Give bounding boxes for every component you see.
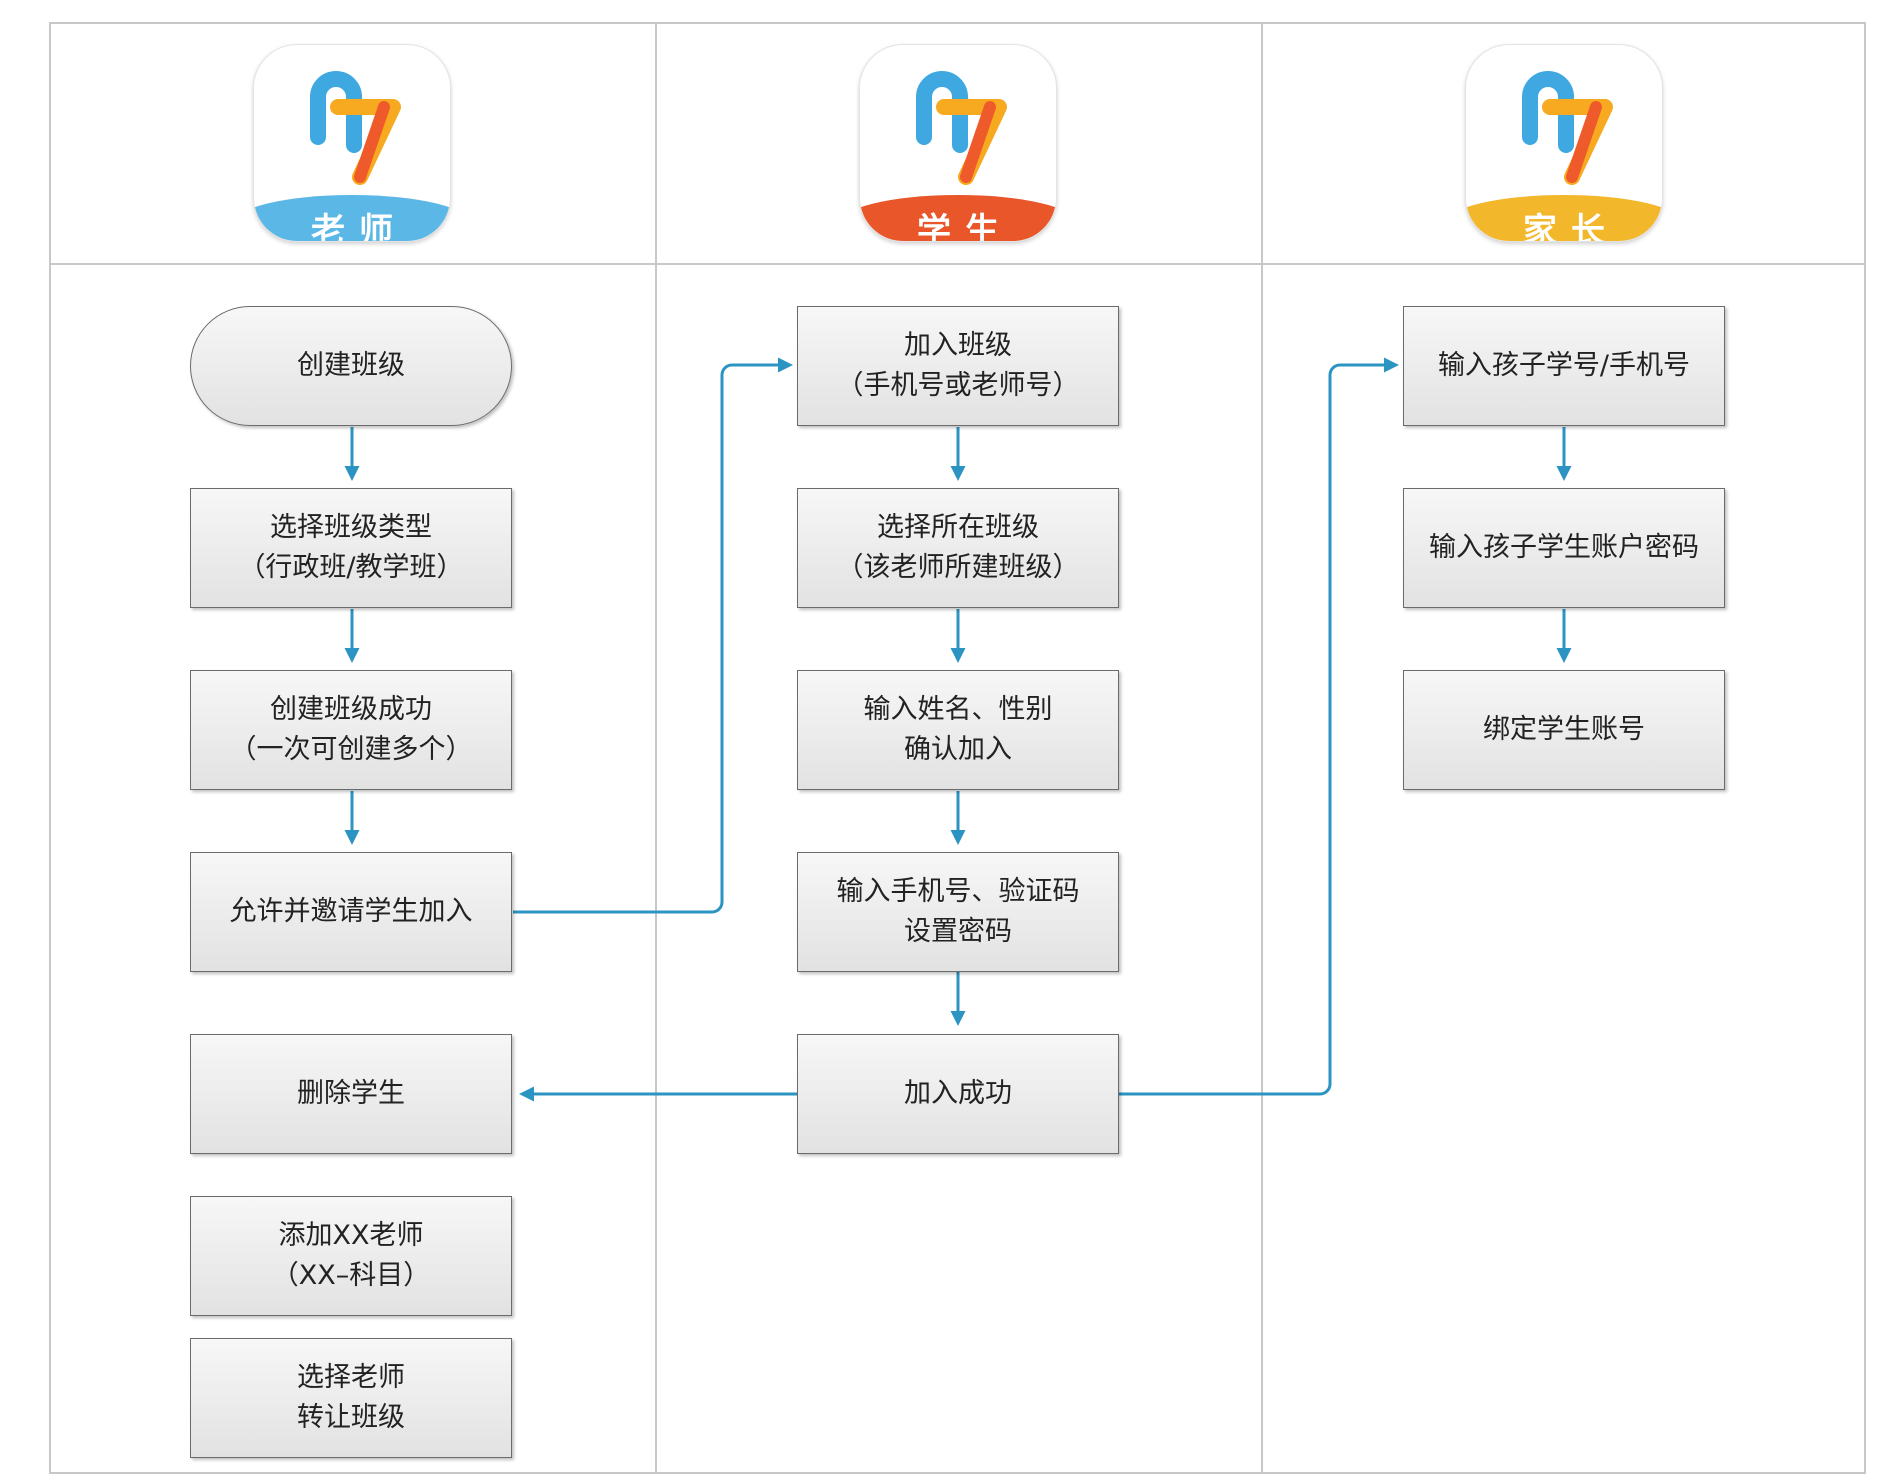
node-invite-students-text: 允许并邀请学生加入	[229, 896, 473, 927]
teacher-label-band	[254, 195, 450, 241]
node-enter-phone: 输入手机号、验证码 设置密码	[797, 852, 1119, 972]
parent-app-label: 家长	[1523, 211, 1619, 242]
node-line: 输入姓名、性别	[863, 694, 1053, 725]
node-enter-child-id: 输入孩子学号/手机号	[1403, 306, 1725, 426]
node-create-class-text: 创建班级	[297, 350, 405, 381]
node-add-teacher: 添加XX老师 （XX–科目）	[190, 1196, 512, 1316]
frame-left	[49, 22, 51, 1474]
node-line: 确认加入	[904, 734, 1012, 765]
node-create-success: 创建班级成功 （一次可创建多个）	[190, 670, 512, 790]
frame-top	[49, 22, 1866, 24]
node-line: 设置密码	[904, 916, 1012, 947]
node-line: （手机号或老师号）	[836, 370, 1080, 401]
node-join-success-text: 加入成功	[904, 1078, 1012, 1109]
parent-app-icon: 家长	[1465, 44, 1663, 242]
frame-header-divider	[49, 263, 1866, 265]
node-join-class: 加入班级 （手机号或老师号）	[797, 306, 1119, 426]
node-delete-student: 删除学生	[190, 1034, 512, 1154]
node-line: （行政班/教学班）	[238, 552, 464, 583]
frame-bottom	[49, 1472, 1866, 1474]
node-line: 创建班级成功	[270, 694, 432, 725]
parent-label-band	[1466, 195, 1662, 241]
arrow-invite-to-join	[513, 357, 793, 914]
frame-right	[1864, 22, 1866, 1474]
node-enter-child-password: 输入孩子学生账户密码	[1403, 488, 1725, 608]
node-join-success: 加入成功	[797, 1034, 1119, 1154]
node-bind-account: 绑定学生账号	[1403, 670, 1725, 790]
arrow-success-to-parent	[1119, 357, 1399, 1096]
node-line: （XX–科目）	[271, 1260, 431, 1291]
teacher-app-icon: 老师	[253, 44, 451, 242]
node-line: 选择老师	[297, 1362, 405, 1393]
node-line: 输入手机号、验证码	[836, 876, 1080, 907]
node-enter-name: 输入姓名、性别 确认加入	[797, 670, 1119, 790]
node-line: 选择所在班级	[877, 512, 1039, 543]
node-line: （该老师所建班级）	[836, 552, 1080, 583]
student-app-icon: 学生	[859, 44, 1057, 242]
node-enter-child-id-text: 输入孩子学号/手机号	[1437, 350, 1691, 381]
node-invite-students: 允许并邀请学生加入	[190, 852, 512, 972]
student-label-band	[860, 195, 1056, 241]
teacher-app-label: 老师	[311, 211, 407, 242]
column-divider-1	[655, 22, 657, 1474]
node-line: 添加XX老师	[278, 1220, 424, 1251]
node-line: 选择班级类型	[270, 512, 432, 543]
node-line: （一次可创建多个）	[229, 734, 473, 765]
node-create-class: 创建班级	[190, 306, 512, 426]
node-enter-child-password-text: 输入孩子学生账户密码	[1429, 532, 1699, 563]
qq-homework-logo-icon	[310, 71, 401, 185]
node-select-class: 选择所在班级 （该老师所建班级）	[797, 488, 1119, 608]
node-select-class-type: 选择班级类型 （行政班/教学班）	[190, 488, 512, 608]
qq-homework-logo-icon	[1522, 71, 1613, 185]
node-transfer-class: 选择老师 转让班级	[190, 1338, 512, 1458]
student-app-label: 学生	[917, 211, 1013, 242]
column-divider-2	[1261, 22, 1263, 1474]
qq-homework-logo-icon	[916, 71, 1007, 185]
node-delete-student-text: 删除学生	[297, 1078, 405, 1109]
node-line: 加入班级	[904, 330, 1012, 361]
node-bind-account-text: 绑定学生账号	[1483, 714, 1645, 745]
node-line: 转让班级	[297, 1402, 405, 1433]
